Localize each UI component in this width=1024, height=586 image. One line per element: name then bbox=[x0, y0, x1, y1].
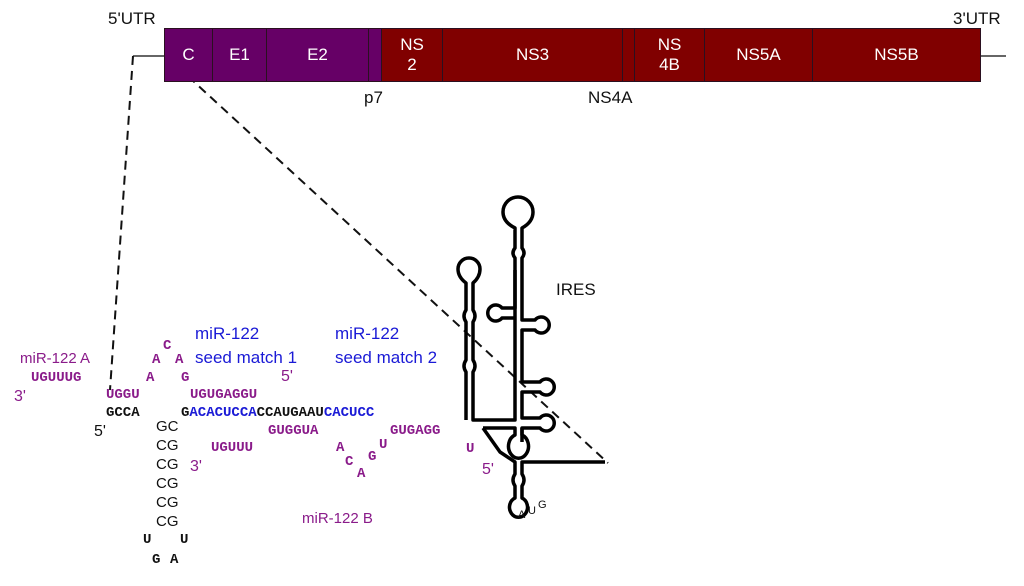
ires-label: IRES bbox=[556, 280, 596, 299]
segment-label: E2 bbox=[307, 45, 328, 65]
stem-pair: CG bbox=[156, 475, 179, 492]
segment-e2: E2 bbox=[266, 28, 369, 82]
segment-label: NS5B bbox=[874, 45, 919, 65]
seed2-line2: seed match 2 bbox=[335, 348, 438, 367]
segment-label: NS5A bbox=[736, 45, 781, 65]
aug-u: U bbox=[528, 505, 536, 517]
mir-b-3prime-end: 3' bbox=[190, 458, 202, 475]
mir-a-bulge-a3: A bbox=[175, 352, 184, 368]
ns4a-label: NS4A bbox=[588, 88, 633, 107]
mir-b-bulge-u: U bbox=[379, 437, 388, 453]
seed1-sequence: ACACUCCA bbox=[189, 405, 257, 421]
loop-a: A bbox=[170, 552, 179, 568]
mir-b-pair1: GUGGUA bbox=[268, 423, 319, 439]
hcv-start-seq: GCCA bbox=[106, 405, 140, 421]
loop-u2: U bbox=[180, 532, 189, 548]
loop-g: G bbox=[152, 552, 161, 568]
aug-g: G bbox=[538, 499, 547, 511]
mir-b-5prime-end: 5' bbox=[482, 461, 494, 478]
seed2-sequence: CACUCC bbox=[323, 405, 375, 421]
domain-iiid-loop bbox=[483, 426, 531, 460]
mir-a-bulge-c: C bbox=[163, 338, 172, 354]
mir-b-pair2: GUGAGG bbox=[390, 423, 441, 439]
seed2-line1: miR-122 bbox=[335, 324, 400, 343]
mir-b-tail: UGUUU bbox=[211, 440, 254, 456]
loop-u1: U bbox=[143, 532, 152, 548]
segment-ns2: NS 2 bbox=[381, 28, 443, 82]
linker-sequence: CCAUGAAU bbox=[256, 405, 324, 421]
mir-b-bulge-c: C bbox=[345, 454, 354, 470]
segment-ns5a: NS5A bbox=[704, 28, 813, 82]
hcv-5prime-end: 5' bbox=[94, 423, 106, 440]
zoom-dash-right bbox=[165, 55, 609, 464]
stem-pair: CG bbox=[156, 513, 179, 530]
mir-b-bulge-a2: A bbox=[357, 466, 366, 482]
hcv-g: G bbox=[181, 405, 190, 421]
stem-pair: CG bbox=[156, 437, 179, 454]
mir-a-pair-left: UGGU bbox=[106, 387, 140, 403]
segment-ns5b: NS5B bbox=[812, 28, 981, 82]
mir-a-3prime-strand: UGUUUG bbox=[31, 370, 82, 386]
mir-b-label: miR-122 B bbox=[302, 510, 373, 527]
segment-e1: E1 bbox=[212, 28, 267, 82]
domain-iii-stem bbox=[486, 195, 556, 442]
domain-iv-stem bbox=[481, 426, 605, 519]
mir-a-bulge-a1: A bbox=[146, 370, 155, 386]
segment-ns4b: NS 4B bbox=[634, 28, 705, 82]
mir-a-bulge-g: G bbox=[181, 370, 190, 386]
stem-pair: CG bbox=[156, 456, 179, 473]
mir-b-bulge-a1: A bbox=[336, 440, 345, 456]
mir-a-5prime-end: 5' bbox=[281, 368, 293, 385]
segment-ns3: NS3 bbox=[442, 28, 623, 82]
hcv-main-seq: GACACUCCACCAUGAAUCACUCC bbox=[181, 406, 374, 420]
mir-a-pair-right: UGUGAGGU bbox=[190, 387, 258, 403]
stem-pair: GC bbox=[156, 418, 179, 435]
utr3-label: 3'UTR bbox=[953, 9, 1001, 28]
seed1-line1: miR-122 bbox=[195, 324, 260, 343]
aug-a: A bbox=[518, 509, 526, 521]
seed1-line2: seed match 1 bbox=[195, 348, 298, 367]
mir-b-bulge-g: G bbox=[368, 449, 377, 465]
segment-label: C bbox=[182, 45, 195, 65]
segment-label: NS 2 bbox=[400, 35, 424, 74]
segment-label: NS 4B bbox=[657, 35, 682, 74]
mir-a-label: miR-122 A bbox=[20, 350, 91, 367]
segment-label: E1 bbox=[229, 45, 250, 65]
mir-b-end-u: U bbox=[466, 441, 475, 457]
mir-a-bulge-a2: A bbox=[152, 352, 161, 368]
stem-pair: CG bbox=[156, 494, 179, 511]
domain-ii-stem bbox=[456, 256, 517, 422]
zoom-dash-left bbox=[109, 55, 134, 391]
mir-a-3prime-end: 3' bbox=[14, 388, 26, 405]
p7-label: p7 bbox=[364, 88, 383, 107]
utr5-label: 5'UTR bbox=[108, 9, 156, 28]
segment-label: NS3 bbox=[515, 45, 550, 65]
